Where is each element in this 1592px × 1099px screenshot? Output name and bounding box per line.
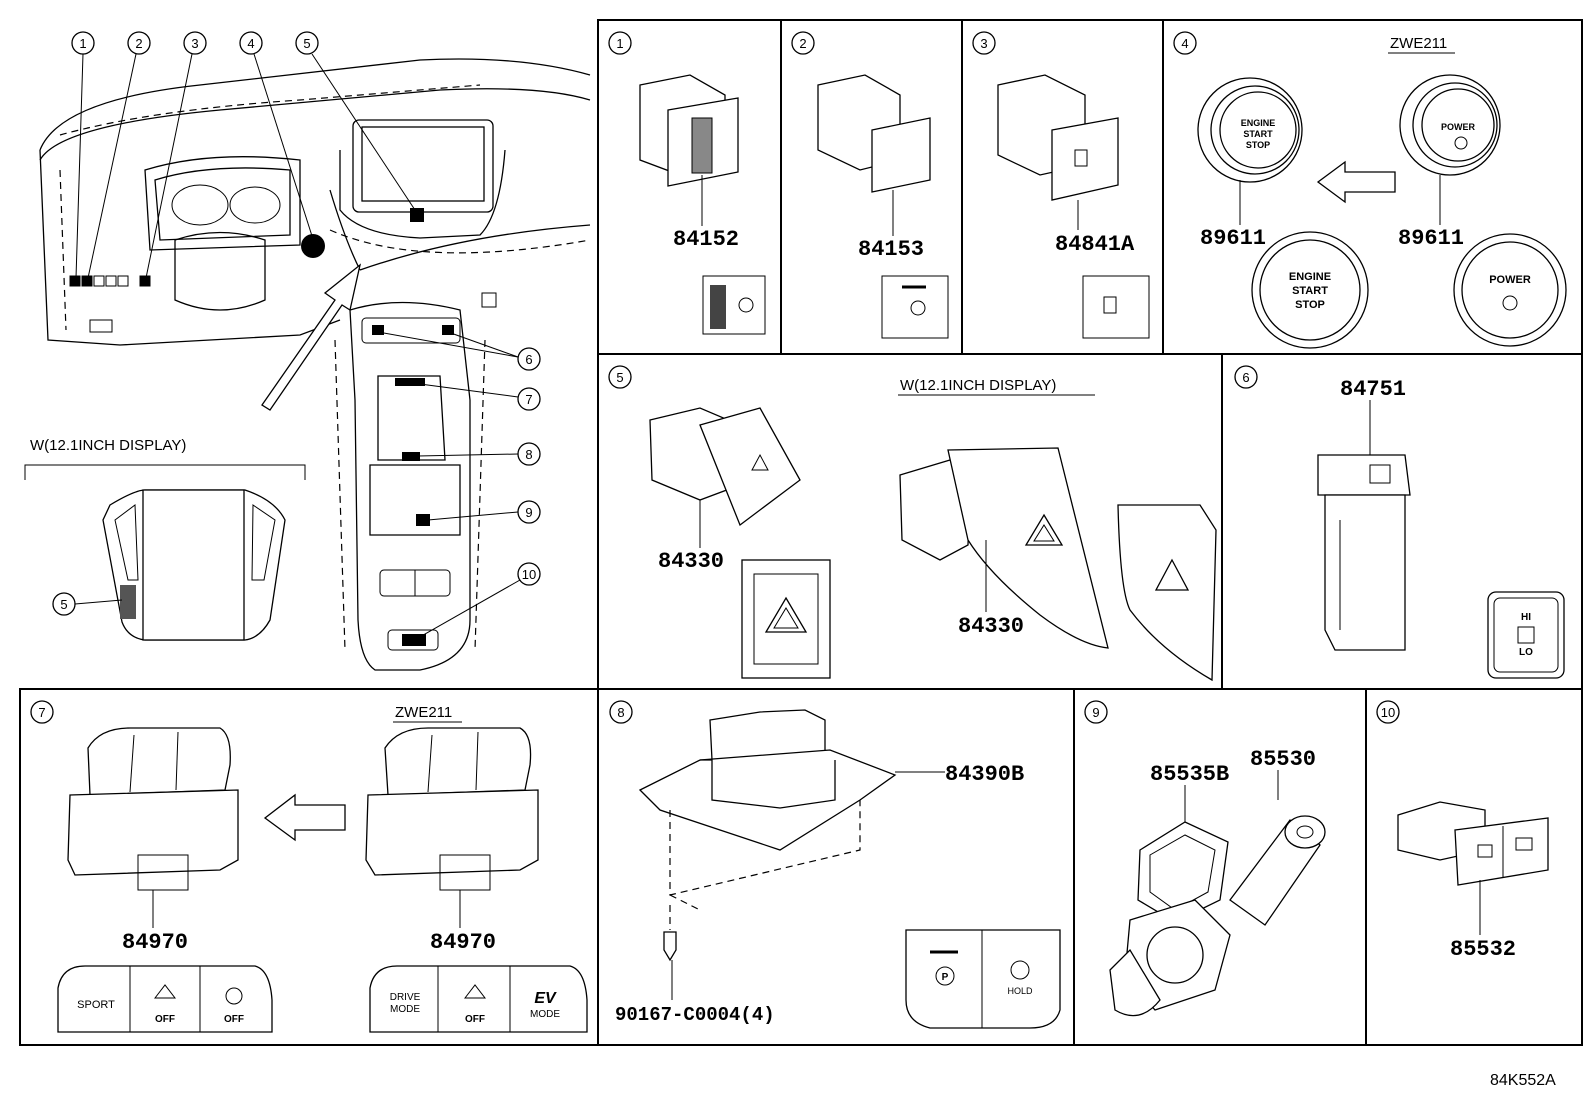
svg-text:MODE: MODE (530, 1009, 560, 1020)
callout-5: 5 (295, 31, 416, 211)
callout-7: 7 (419, 383, 541, 411)
part-84152: 84152 (673, 227, 739, 252)
svg-text:4: 4 (247, 36, 254, 51)
svg-text:W(12.1INCH DISPLAY): W(12.1INCH DISPLAY) (30, 437, 186, 454)
svg-text:MODE: MODE (390, 1004, 420, 1015)
panel-7-caption: ZWE211 (395, 704, 452, 721)
svg-text:DRIVE: DRIVE (390, 992, 421, 1003)
callout-9: 9 (427, 500, 541, 524)
part-85535B: 85535B (1150, 762, 1229, 787)
svg-text:9: 9 (1092, 705, 1099, 720)
part-84970-b: 84970 (430, 930, 496, 955)
part-84390B: 84390B (945, 762, 1024, 787)
svg-text:7: 7 (38, 705, 45, 720)
panel-5: 5 W(12.1INCH DISPLAY) 84330 84330 (608, 365, 1217, 682)
panel-3: 3 84841A (972, 31, 1150, 339)
part-84970-a: 84970 (122, 930, 188, 955)
inset-callout-5: 5 (60, 597, 67, 612)
svg-text:10: 10 (1381, 705, 1395, 720)
svg-text:3: 3 (191, 36, 198, 51)
part-84841A: 84841A (1055, 232, 1135, 257)
callout-3: 3 (145, 31, 207, 279)
svg-text:HI: HI (1521, 612, 1531, 623)
callout-6: 6 (377, 331, 541, 371)
panel-9: 9 85535B 85530 (1084, 700, 1326, 1017)
svg-text:5: 5 (616, 370, 623, 385)
svg-text:8: 8 (617, 705, 624, 720)
svg-text:ENGINE: ENGINE (1289, 271, 1331, 283)
svg-text:LO: LO (1519, 647, 1533, 658)
svg-text:EV: EV (534, 990, 557, 1007)
svg-text:POWER: POWER (1489, 274, 1531, 286)
panel-5-caption: W(12.1INCH DISPLAY) (900, 377, 1056, 394)
overview-callouts: 1 2 3 4 5 6 7 8 9 10 (71, 31, 541, 639)
diagram-code: 84K552A (1490, 1072, 1556, 1089)
svg-text:9: 9 (525, 505, 532, 520)
panel-8: 8 84390B 90167-C0004(4) P HOLD (609, 700, 1061, 1029)
part-85530: 85530 (1250, 747, 1316, 772)
panel-4-caption: ZWE211 (1390, 35, 1447, 52)
overview-inset: W(12.1INCH DISPLAY) 5 (24, 437, 306, 641)
part-84330-b: 84330 (958, 614, 1024, 639)
callout-4: 4 (239, 31, 313, 237)
svg-text:6: 6 (1242, 370, 1249, 385)
svg-text:10: 10 (522, 567, 536, 582)
svg-text:OFF: OFF (465, 1014, 485, 1025)
part-84153: 84153 (858, 237, 924, 262)
panel-6: 6 84751 HI LO (1234, 365, 1565, 679)
svg-text:6: 6 (525, 352, 532, 367)
svg-text:SPORT: SPORT (77, 999, 115, 1011)
panel-4: 4 ZWE211 ENGINE START STOP 89611 POWER 8… (1173, 31, 1567, 349)
panel-2: 2 84153 (791, 31, 949, 339)
part-89611-b: 89611 (1398, 226, 1464, 251)
callout-8: 8 (417, 442, 541, 466)
callout-1: 1 (71, 31, 95, 279)
svg-text:3: 3 (980, 36, 987, 51)
svg-text:1: 1 (79, 36, 86, 51)
part-84330-a: 84330 (658, 549, 724, 574)
svg-text:STOP: STOP (1246, 140, 1270, 150)
panel-1: 1 84152 (608, 31, 766, 335)
svg-text:7: 7 (525, 392, 532, 407)
part-85532: 85532 (1450, 937, 1516, 962)
svg-text:5: 5 (303, 36, 310, 51)
svg-text:8: 8 (525, 447, 532, 462)
svg-text:START: START (1292, 285, 1328, 297)
svg-text:POWER: POWER (1441, 122, 1476, 132)
svg-text:OFF: OFF (224, 1014, 244, 1025)
callout-2: 2 (87, 31, 151, 279)
svg-text:2: 2 (799, 36, 806, 51)
part-89611-a: 89611 (1200, 226, 1266, 251)
panel-10: 10 85532 (1376, 700, 1549, 962)
svg-text:2: 2 (135, 36, 142, 51)
part-84751: 84751 (1340, 377, 1406, 402)
callout-10: 10 (417, 562, 541, 639)
svg-text:STOP: STOP (1295, 299, 1325, 311)
svg-text:OFF: OFF (155, 1014, 175, 1025)
svg-text:START: START (1243, 129, 1273, 139)
svg-text:HOLD: HOLD (1007, 986, 1033, 996)
svg-text:ENGINE: ENGINE (1241, 118, 1276, 128)
overview-dashboard (39, 58, 591, 671)
svg-text:4: 4 (1181, 36, 1188, 51)
svg-text:P: P (942, 972, 949, 983)
panel-7: 7 ZWE211 84970 84970 SPORT OFF OFF DR (30, 700, 588, 1033)
part-90167-C0004: 90167-C0004(4) (615, 1004, 775, 1026)
svg-text:1: 1 (616, 36, 623, 51)
